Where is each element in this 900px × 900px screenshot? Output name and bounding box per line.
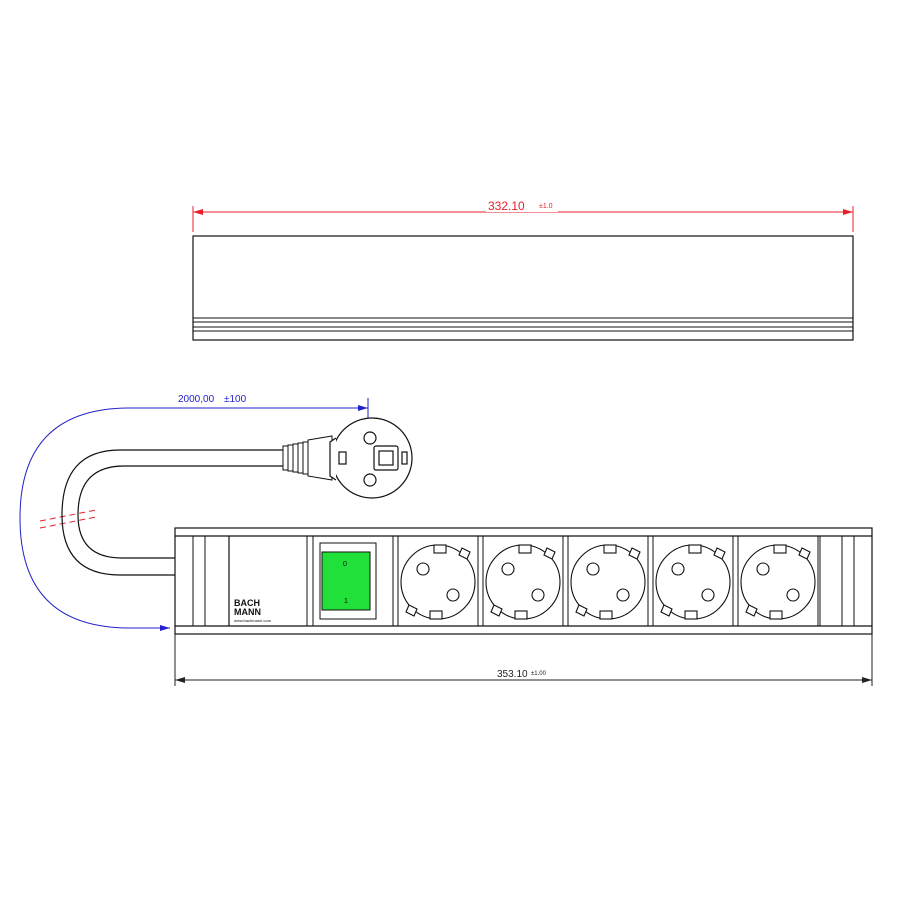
brand-line2: MANN bbox=[234, 607, 261, 617]
cable-dimension-arrow-end bbox=[160, 625, 170, 631]
front-view: BACH MANN www.bachmann.com 0 1 bbox=[174, 527, 873, 686]
top-dimension-tolerance: ±1.0 bbox=[539, 203, 553, 210]
top-dimension-label-bg bbox=[486, 198, 558, 212]
front-dimension-label-bg bbox=[494, 666, 558, 678]
top-dimension-value: 332.10 bbox=[488, 199, 525, 213]
cable-length-value: 2000,00 bbox=[178, 394, 215, 405]
schuko-socket-icon bbox=[567, 535, 649, 627]
switch-mark-off: 0 bbox=[343, 561, 347, 568]
rocker-switch-icon: 0 1 bbox=[312, 535, 394, 627]
cable-dimension bbox=[19, 398, 369, 629]
schuko-socket-icon bbox=[482, 535, 564, 627]
front-dimension-value: 353.10 bbox=[497, 669, 528, 680]
front-dimension-tolerance: ±1.00 bbox=[531, 671, 547, 677]
brand-plate: BACH MANN www.bachmann.com bbox=[228, 535, 308, 627]
front-dimension bbox=[174, 634, 873, 686]
top-view: 332.10 ±1.0 bbox=[192, 198, 854, 341]
schuko-socket-icon bbox=[652, 535, 734, 627]
brand-line1: BACH bbox=[234, 598, 260, 608]
cable-body bbox=[61, 449, 285, 576]
cable-dimension-arrow bbox=[358, 405, 368, 411]
plug-strain-relief bbox=[282, 435, 333, 481]
socket-row bbox=[397, 535, 819, 627]
schuko-socket-icon bbox=[397, 535, 479, 627]
schuko-plug-icon bbox=[329, 417, 413, 499]
brand-url: www.bachmann.com bbox=[234, 618, 272, 623]
cable: 2000,00 ±100 bbox=[19, 394, 413, 631]
switch-mark-on: 1 bbox=[344, 598, 348, 605]
schuko-socket-icon bbox=[737, 535, 819, 627]
cable-length-tolerance: ±100 bbox=[224, 394, 247, 405]
top-profile bbox=[192, 235, 854, 341]
